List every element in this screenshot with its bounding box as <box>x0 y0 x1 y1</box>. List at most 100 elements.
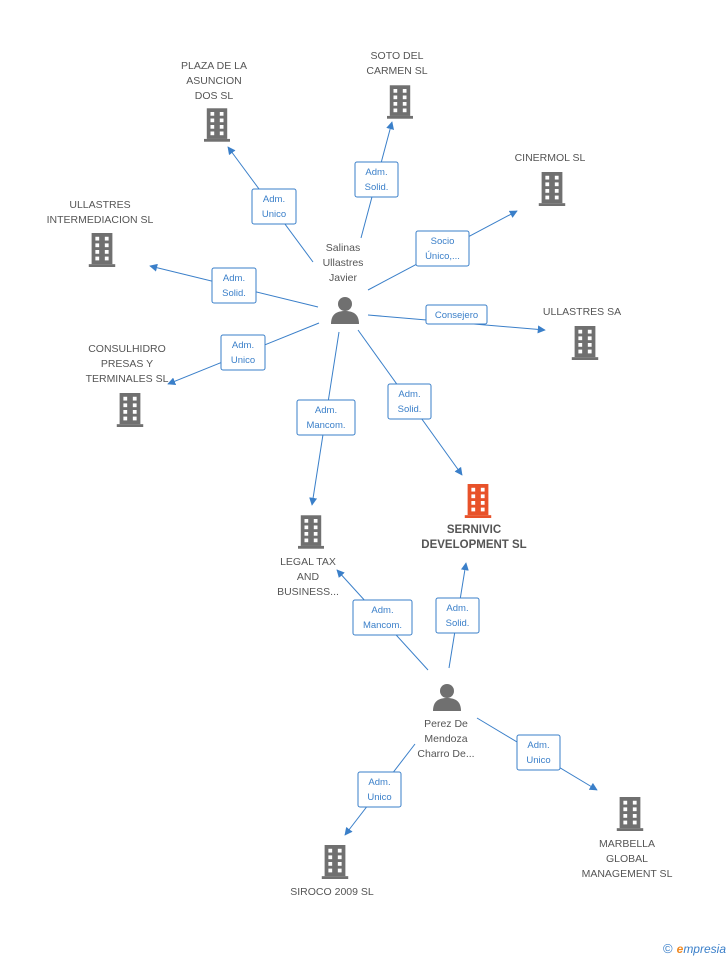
company-name[interactable]: DOS SL <box>195 90 234 102</box>
relation-label-box[interactable]: Adm. Solid. <box>435 597 480 634</box>
relation-label: Socio <box>431 236 455 247</box>
relation-label: Adm. <box>446 603 468 614</box>
relation-label: Unico <box>367 792 391 803</box>
company-name[interactable]: CONSULHIDRO <box>88 343 166 355</box>
footer-brand[interactable]: © empresia <box>663 941 726 956</box>
relation-label: Solid. <box>398 404 422 415</box>
relation-label-box[interactable]: Adm. Unico <box>516 734 561 771</box>
building-icon[interactable] <box>387 85 413 119</box>
company-name[interactable]: SIROCO 2009 SL <box>290 886 374 898</box>
company-name[interactable]: ASUNCION <box>186 75 241 87</box>
company-name[interactable]: PRESAS Y <box>101 358 153 370</box>
company-name[interactable]: DEVELOPMENT SL <box>421 539 526 551</box>
company-node[interactable]: CONSULHIDRO PRESAS Y TERMINALES SL <box>86 343 169 427</box>
relation-edge: Adm. Mancom. <box>336 569 429 671</box>
relation-label: Adm. <box>398 389 420 400</box>
relation-label: Solid. <box>446 618 470 629</box>
relation-edge: Adm. Unico <box>476 717 598 791</box>
company-name[interactable]: CINERMOL SL <box>515 152 586 164</box>
relation-label-box[interactable]: Adm. Solid. <box>387 383 432 420</box>
company-name[interactable]: CARMEN SL <box>366 65 427 77</box>
relation-label: Adm. <box>365 167 387 178</box>
company-node[interactable]: SOTO DEL CARMEN SL <box>366 50 428 119</box>
company-name[interactable]: SERNIVIC <box>447 524 501 536</box>
edges-layer: Adm.UnicoAdm.Solid.SocioÚnico,...Adm.Sol… <box>149 121 598 836</box>
person-name[interactable]: Charro De... <box>417 748 474 760</box>
relation-label: Adm. <box>368 777 390 788</box>
relation-label-box[interactable]: SocioÚnico,... <box>415 230 470 267</box>
company-node[interactable]: MARBELLA GLOBAL MANAGEMENT SL <box>582 797 673 880</box>
company-name[interactable]: TERMINALES SL <box>86 373 169 385</box>
relation-label: Único,... <box>425 251 460 262</box>
relation-label-box[interactable]: Adm. Mancom. <box>352 599 413 636</box>
person-icon[interactable] <box>331 297 359 324</box>
relation-label: Consejero <box>435 310 478 321</box>
building-icon[interactable] <box>88 233 116 267</box>
relation-edge: Adm. Unico <box>167 322 320 386</box>
company-name[interactable]: ULLASTRES <box>69 199 130 211</box>
relation-label-box[interactable]: Adm. Unico <box>357 771 402 808</box>
relation-label: Unico <box>526 755 550 766</box>
company-name[interactable]: GLOBAL <box>606 853 648 865</box>
relation-edge: Adm. Unico <box>227 146 314 263</box>
relation-label: Adm. <box>527 740 549 751</box>
relation-edge: Adm. Mancom. <box>296 331 356 506</box>
relation-label-box[interactable]: Adm.Solid. <box>211 267 257 304</box>
copyright-symbol: © <box>663 941 673 956</box>
person-name[interactable]: Ullastres <box>323 257 364 269</box>
company-node[interactable]: ULLASTRES SA <box>543 306 621 360</box>
building-icon[interactable] <box>616 797 644 831</box>
company-name[interactable]: LEGAL TAX <box>280 556 336 568</box>
person-name[interactable]: Perez De <box>424 718 468 730</box>
relation-label-box[interactable]: Adm. Unico <box>220 334 266 371</box>
company-name[interactable]: MARBELLA <box>599 838 655 850</box>
building-icon[interactable] <box>204 108 230 142</box>
company-name[interactable]: BUSINESS... <box>277 586 339 598</box>
building-icon[interactable] <box>321 845 349 879</box>
relation-label: Unico <box>231 355 255 366</box>
building-icon[interactable] <box>464 484 492 518</box>
relation-edge: Adm. Solid. <box>435 562 480 669</box>
relation-label: Adm. <box>371 605 393 616</box>
person-name[interactable]: Mendoza <box>424 733 467 745</box>
relation-label-box[interactable]: Adm. Unico <box>251 188 297 225</box>
company-node[interactable]: LEGAL TAX AND BUSINESS... <box>277 515 339 598</box>
relation-label-box[interactable]: Consejero <box>425 304 488 325</box>
company-name[interactable]: MANAGEMENT SL <box>582 868 673 880</box>
relation-label: Mancom. <box>363 620 402 631</box>
company-node[interactable]: CINERMOL SL <box>515 152 586 206</box>
company-name[interactable]: INTERMEDIACION SL <box>47 214 154 226</box>
building-icon[interactable] <box>538 172 566 206</box>
focus-company-node[interactable]: SERNIVIC DEVELOPMENT SL <box>421 484 527 551</box>
relation-label-box[interactable]: Adm. Mancom. <box>296 399 356 436</box>
relation-edge: SocioÚnico,... <box>367 210 518 291</box>
company-node[interactable]: PLAZA DE LA ASUNCION DOS SL <box>181 60 247 142</box>
building-icon[interactable] <box>571 326 599 360</box>
company-node[interactable]: SIROCO 2009 SL <box>290 845 374 898</box>
relation-edge: Adm. Unico <box>344 743 416 836</box>
person-name[interactable]: Salinas <box>326 242 360 254</box>
relation-label: Adm. <box>315 405 337 416</box>
company-name[interactable]: ULLASTRES SA <box>543 306 621 318</box>
person-name[interactable]: Javier <box>329 272 358 284</box>
company-name[interactable]: AND <box>297 571 320 583</box>
company-name[interactable]: PLAZA DE LA <box>181 60 247 72</box>
relation-label: Solid. <box>222 288 246 299</box>
person-icon[interactable] <box>433 684 461 711</box>
building-icon[interactable] <box>116 393 144 427</box>
relation-edge: Consejero <box>367 304 546 334</box>
company-node[interactable]: ULLASTRES INTERMEDIACION SL <box>47 199 154 267</box>
relation-label: Adm. <box>263 194 285 205</box>
relation-label-box[interactable]: Adm. Solid. <box>354 161 399 198</box>
relation-edge: Adm. Solid. <box>357 329 463 476</box>
relation-label: Unico <box>262 209 286 220</box>
relation-label: Solid. <box>365 182 389 193</box>
company-name[interactable]: SOTO DEL <box>371 50 424 62</box>
relation-label: Mancom. <box>306 420 345 431</box>
relation-label: Adm. <box>232 340 254 351</box>
building-icon[interactable] <box>298 515 324 549</box>
